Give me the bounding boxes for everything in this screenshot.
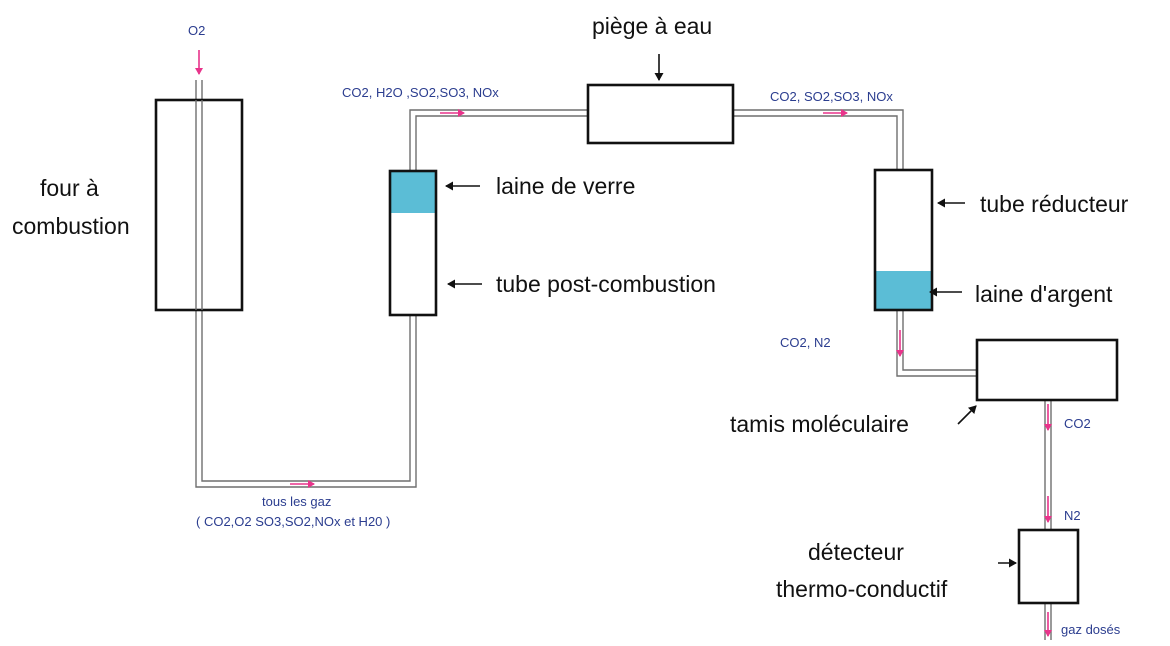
pointer-arrow-tamis xyxy=(957,405,977,425)
label-detecteur-line1: détecteur xyxy=(808,539,904,565)
gas-labels: O2 CO2, H2O ,SO2,SO3, NOx CO2, SO2,SO3, … xyxy=(188,23,1121,637)
gas-label-co2: CO2 xyxy=(1064,416,1091,431)
pipe-post-to-trap-inner xyxy=(415,115,588,170)
gas-label-after-post: CO2, H2O ,SO2,SO3, NOx xyxy=(342,85,499,100)
gas-label-after-trap: CO2, SO2,SO3, NOx xyxy=(770,89,893,104)
gas-label-gaz-doses: gaz dosés xyxy=(1061,622,1121,637)
detector-box xyxy=(1017,528,1080,605)
reduction-tube-box xyxy=(873,168,934,312)
label-laine-de-verre: laine de verre xyxy=(496,173,635,199)
pipe-sieve-to-detector xyxy=(1044,400,1052,530)
label-tamis-moleculaire: tamis moléculaire xyxy=(730,411,909,437)
molecular-sieve-box xyxy=(975,338,1119,402)
combustion-furnace-box xyxy=(154,98,244,312)
gas-label-n2: N2 xyxy=(1064,508,1081,523)
pipe-network xyxy=(195,80,1052,640)
gas-label-tous-line2: ( CO2,O2 SO3,SO2,NOx et H20 ) xyxy=(196,514,390,529)
gas-label-tous-line1: tous les gaz xyxy=(262,494,331,509)
silver-wool-fill xyxy=(875,271,932,310)
label-tube-reducteur: tube réducteur xyxy=(980,191,1129,217)
label-detecteur-line2: thermo-conductif xyxy=(776,576,948,602)
label-four-line2: combustion xyxy=(12,213,130,239)
post-combustion-tube-box xyxy=(388,169,438,317)
pipe-post-to-trap xyxy=(409,109,588,170)
pipe-trap-to-reducer-inner xyxy=(733,115,898,170)
pipe-trap-to-reducer xyxy=(733,109,904,170)
glass-wool-fill xyxy=(390,171,436,213)
pipe-reducer-to-sieve xyxy=(896,310,977,377)
label-four-line1: four à xyxy=(40,175,99,201)
label-tube-post-combustion: tube post-combustion xyxy=(496,271,716,297)
water-trap-box xyxy=(586,83,735,145)
gas-label-o2: O2 xyxy=(188,23,205,38)
pointer-arrows xyxy=(445,54,1017,568)
gas-label-co2-n2: CO2, N2 xyxy=(780,335,831,350)
flow-arrows xyxy=(195,50,1052,637)
label-piege-a-eau: piège à eau xyxy=(592,13,712,39)
pipe-reducer-to-sieve-inner xyxy=(902,310,977,371)
pipe-through-furnace xyxy=(195,100,203,310)
label-laine-d-argent: laine d'argent xyxy=(975,281,1113,307)
